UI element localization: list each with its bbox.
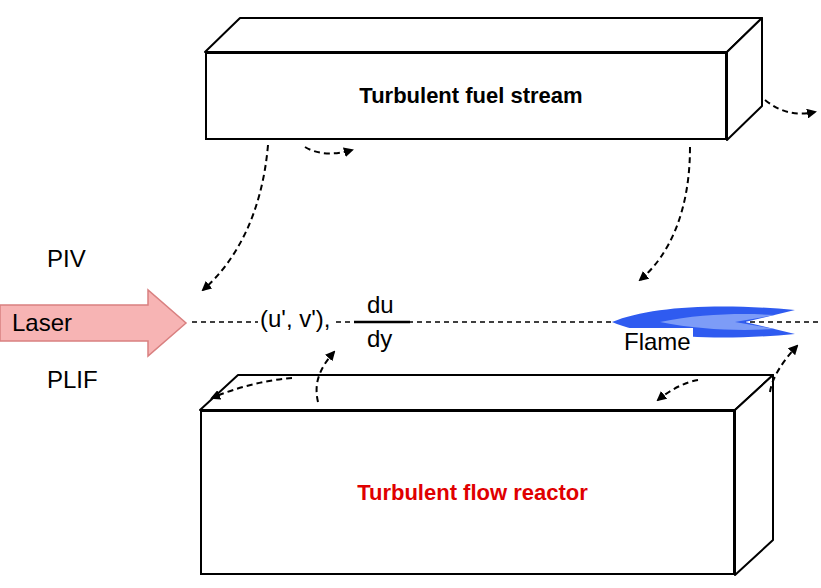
laser-arrow: Laser [0,288,188,358]
box-title: Laser [12,309,72,337]
technique-label: PLIF [45,366,100,394]
fuel-stream-box: Turbulent fuel stream [205,52,727,140]
box-title: Turbulent flow reactor [357,480,588,506]
box-title: Turbulent fuel stream [359,83,582,109]
flow-reactor-box: Turbulent flow reactor [200,410,735,575]
box-faces [200,18,773,575]
flame-label: Flame [622,328,693,356]
velocity-label: (u', v'), [258,305,333,333]
fraction-denominator: dy [365,325,394,353]
fraction-bar [354,321,410,324]
flow-arrows [203,100,815,402]
fraction-numerator: du [365,291,396,319]
technique-label: PIV [45,245,88,273]
